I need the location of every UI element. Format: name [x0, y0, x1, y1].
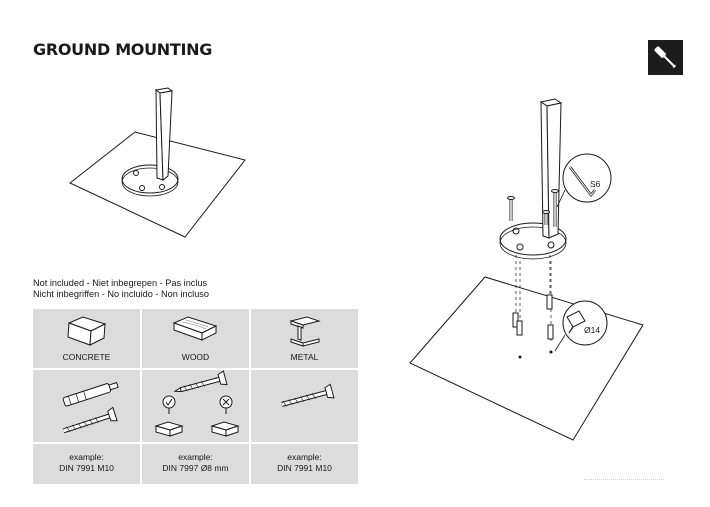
tool-badge — [648, 40, 683, 75]
example-label: example: — [69, 452, 104, 462]
drill-size: Ø14 — [584, 325, 600, 335]
wood-screw-icon — [154, 370, 240, 437]
material-cell-metal: METAL — [251, 309, 358, 368]
fastener-cell-metal — [251, 370, 358, 442]
not-included-note: Not included - Niet inbegrepen - Pas inc… — [33, 278, 209, 300]
machine-bolt-icon — [281, 383, 335, 407]
material-label: WOOD — [181, 352, 210, 362]
material-label: CONCRETE — [62, 352, 111, 362]
i-beam-icon — [289, 316, 321, 347]
fastener-cell-concrete — [33, 370, 140, 442]
ground-mount-exploded-drawing: S6 Ø14 — [409, 98, 644, 441]
wood-plank-icon — [172, 316, 218, 341]
screwdriver-icon — [654, 46, 677, 69]
fastener-cell-wood — [142, 370, 249, 442]
hex-key-size: S6 — [590, 179, 601, 189]
drill-callout — [562, 300, 608, 346]
example-label: example: — [287, 452, 322, 462]
drill-bit-icon — [566, 310, 586, 328]
hex-key-callout — [562, 153, 612, 203]
example-cell-wood: example: DIN 7997 Ø8 mm — [142, 444, 249, 484]
anchor-bolt-icon — [62, 381, 119, 434]
concrete-block-icon — [67, 316, 107, 346]
example-cell-concrete: example: DIN 7991 M10 — [33, 444, 140, 484]
ground-mount-overview-drawing — [69, 87, 246, 238]
page-title: GROUND MOUNTING — [33, 40, 213, 59]
note-line-1: Not included - Niet inbegrepen - Pas inc… — [33, 278, 208, 288]
material-cell-wood: WOOD — [142, 309, 249, 368]
example-label: example: — [178, 452, 213, 462]
example-spec: DIN 7991 M10 — [59, 463, 114, 473]
note-line-2: Nicht inbegriffen - No incluido - Non in… — [33, 289, 210, 299]
example-spec: DIN 7991 M10 — [277, 463, 332, 473]
correct-check-icon — [162, 395, 176, 409]
material-label: METAL — [290, 352, 319, 362]
faint-footer-mark — [584, 479, 664, 483]
material-cell-concrete: CONCRETE — [33, 309, 140, 368]
example-spec: DIN 7997 Ø8 mm — [162, 463, 229, 473]
materials-table: CONCRETE WOOD METAL — [33, 309, 358, 484]
example-cell-metal: example: DIN 7991 M10 — [251, 444, 358, 484]
